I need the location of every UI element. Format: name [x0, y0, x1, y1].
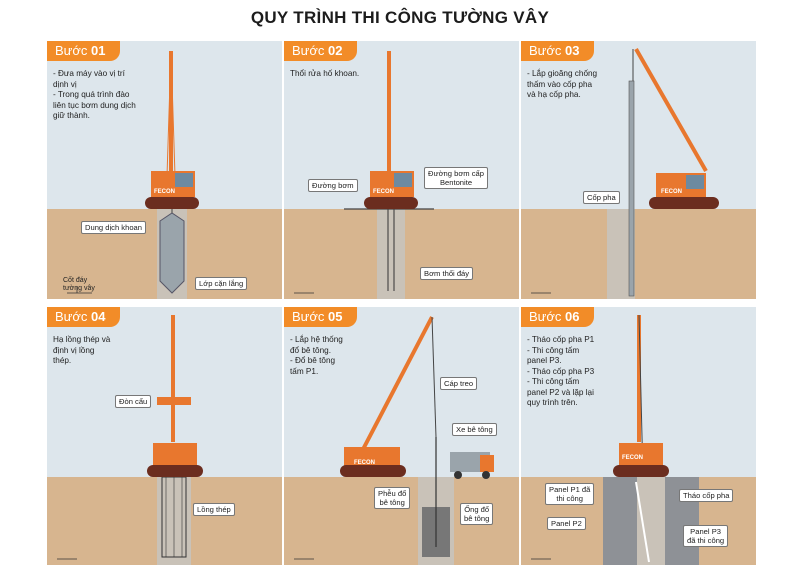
page-title: QUY TRÌNH THI CÔNG TƯỜNG VÂY — [250, 8, 550, 27]
label-bottom-flushing-pump: Bơm thổi đáy — [420, 267, 474, 280]
label-lifting-beam: Đòn cẩu — [115, 395, 152, 408]
step-03-description: - Lắp gioăng chống thấm vào cốp pha và h… — [527, 69, 598, 99]
label-concrete-hopper: Phễu đổ bê tông — [374, 487, 411, 509]
step-badge-01: Bước 01 — [47, 41, 120, 61]
step-05-description: - Lắp hệ thống đổ bê tông. - Đổ bê tông … — [290, 335, 343, 376]
step-panel-03: FECON Bước 03 - Lắp gioăng chống thấm và… — [521, 41, 756, 299]
step-01-description: - Đưa máy vào vị trí dịnh vị - Trong quá… — [53, 69, 136, 120]
label-panel-p3-done: Panel P3 đã thi công — [683, 525, 729, 547]
svg-text:FECON: FECON — [373, 189, 394, 195]
step-06-description: - Tháo cốp pha P1 - Thi công tấm panel P… — [527, 335, 595, 407]
label-bentonite-supply-line: Đường bơm cấp Bentonite — [424, 167, 488, 189]
step-02-description: Thổi rửa hố khoan. — [290, 69, 360, 78]
label-wall-bottom-level: Cốt đáy tường vây — [63, 277, 95, 292]
step-panel-05: FECON Bước 05 - Lắp hệ thống đổ bê tông.… — [284, 307, 519, 565]
step-panel-06: FECON Bước 06 - Tháo cốp pha P1 - Thi cô… — [521, 307, 756, 565]
step-badge-02: Bước 02 — [284, 41, 357, 61]
step-badge-05: Bước 05 — [284, 307, 357, 327]
svg-text:FECON: FECON — [661, 189, 682, 195]
step-01-illustration: FECON — [47, 41, 282, 299]
step-panel-01: FECON Bước 01 - Đưa máy vào vị trí dịnh … — [47, 41, 282, 299]
step-04-description: Hạ lồng thép và định vị lồng thép. — [53, 335, 111, 365]
label-hanging-cable: Cáp treo — [440, 377, 478, 390]
label-drilling-fluid: Dung dịch khoan — [81, 221, 146, 234]
label-panel-p2: Panel P2 — [547, 517, 586, 530]
step-panel-04: Bước 04 Hạ lồng thép và định vị lồng thé… — [47, 307, 282, 565]
svg-text:FECON: FECON — [154, 189, 175, 195]
step-03-illustration: FECON — [521, 41, 756, 299]
step-panel-02: FECON Bước 02 Thổi rửa hố khoan. Đường b… — [284, 41, 519, 299]
svg-text:FECON: FECON — [354, 460, 375, 466]
label-panel-p1-done: Panel P1 đã thi công — [545, 483, 595, 505]
label-concrete-truck: Xe bê tông — [452, 423, 497, 436]
label-steel-cage: Lồng thép — [193, 503, 235, 516]
step-badge-06: Bước 06 — [521, 307, 594, 327]
label-sediment-layer: Lớp cặn lắng — [195, 277, 248, 290]
step-badge-04: Bước 04 — [47, 307, 120, 327]
svg-text:FECON: FECON — [622, 455, 643, 461]
label-tremie-pipe: Ống đổ bê tông — [460, 503, 494, 525]
step-badge-03: Bước 03 — [521, 41, 594, 61]
step-04-illustration — [47, 307, 282, 565]
label-pump-line: Đường bơm — [308, 179, 358, 192]
label-formwork: Cốp pha — [583, 191, 620, 204]
label-remove-formwork: Tháo cốp pha — [679, 489, 734, 502]
